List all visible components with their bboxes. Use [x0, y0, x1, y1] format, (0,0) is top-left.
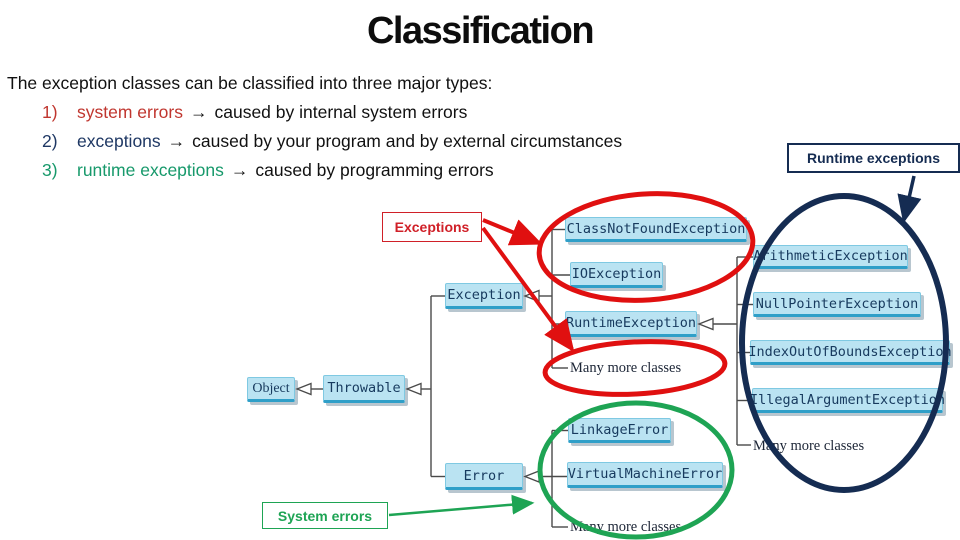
many-more-classes-error: Many more classes	[570, 519, 682, 535]
item-description: caused by programming errors	[255, 160, 494, 180]
item-number: 3)	[42, 160, 58, 180]
class-box-linkageerror: LinkageError	[568, 418, 671, 443]
arrow-glyph: →	[167, 131, 186, 151]
item-number: 2)	[42, 131, 58, 151]
class-box-runtimeexception: RuntimeException	[565, 311, 697, 337]
item-term: system errors	[77, 102, 183, 122]
class-box-classnotfoundexception: ClassNotFoundException	[565, 217, 747, 242]
triangle-icon-exception	[523, 289, 540, 303]
arrow-glyph: →	[230, 160, 249, 180]
item-description: caused by internal system errors	[214, 102, 468, 122]
intro-text: The exception classes can be classified …	[7, 73, 493, 93]
arrow-glyph: →	[189, 102, 208, 122]
class-box-indexoutofboundsexception: IndexOutOfBoundsException	[748, 340, 952, 365]
item-term: exceptions	[77, 131, 161, 151]
triangle-icon-error	[523, 470, 540, 483]
exceptions-arrow-top	[482, 218, 543, 246]
many-more-classes-runtime: Many more classes	[753, 438, 865, 454]
red-ellipse-exceptions-group	[536, 191, 756, 303]
class-box-nullpointerexception: NullPointerException	[753, 292, 921, 317]
list-item-system-errors: 1) system errors → caused by internal syste…	[42, 102, 467, 123]
list-item-exceptions: 2) exceptions → caused by your program and …	[42, 131, 622, 152]
triangle-icon-throwable	[405, 382, 422, 396]
item-number: 1)	[42, 102, 58, 122]
item-term: runtime exceptions	[77, 160, 224, 180]
triangle-icon-runtimeexception	[697, 317, 714, 331]
class-box-error: Error	[445, 463, 523, 490]
many-more-classes-exception: Many more classes	[570, 360, 682, 376]
class-box-illegalargumentexception: IllegalArgumentException	[750, 388, 945, 413]
page-title: Classification	[366, 10, 595, 52]
triangle-icon-object	[295, 382, 312, 396]
class-box-throwable: Throwable	[323, 375, 405, 403]
class-box-exception: Exception	[445, 283, 523, 309]
class-box-arithmeticexception: ArithmeticException	[753, 245, 908, 269]
class-box-virtualmachineerror: VirtualMachineError	[567, 462, 723, 488]
list-item-runtime-exceptions: 3) runtime exceptions → caused by programmi…	[42, 160, 494, 181]
system-errors-arrow	[388, 494, 535, 517]
system-errors-callout-label: System errors	[262, 502, 388, 529]
class-box-ioexception: IOException	[570, 262, 663, 288]
item-description: caused by your program and by external c…	[192, 131, 623, 151]
runtime-exceptions-arrow	[897, 175, 922, 224]
exceptions-callout-label: Exceptions	[382, 212, 482, 242]
class-box-object: Object	[247, 377, 295, 402]
runtime-exceptions-callout-label: Runtime exceptions	[787, 143, 960, 173]
